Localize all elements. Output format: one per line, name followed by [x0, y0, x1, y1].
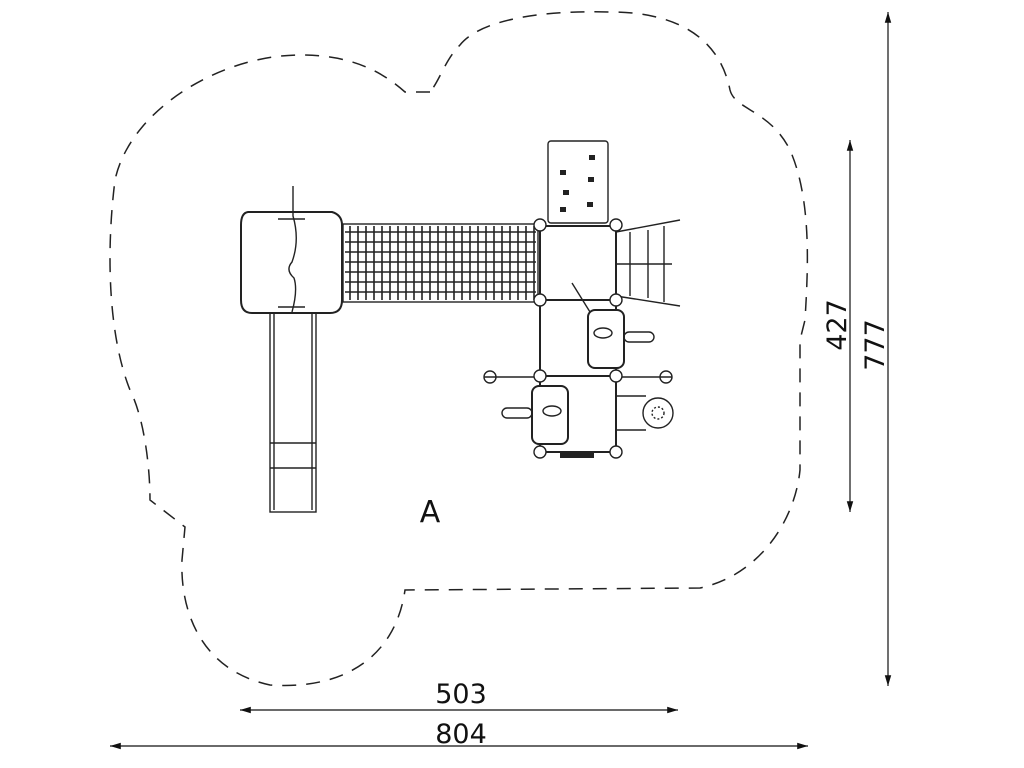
dimension-total-depth: 777 — [860, 319, 891, 371]
dimension-inner-width: 503 — [435, 679, 487, 710]
safety-zone-outline — [109, 11, 809, 687]
dimension-lines — [110, 11, 892, 750]
dimension-total-width: 804 — [435, 719, 487, 750]
tower-modules — [483, 218, 681, 459]
roof-platform — [240, 186, 343, 314]
zone-label: A — [420, 495, 441, 530]
slide — [269, 311, 317, 513]
dimension-inner-depth: 427 — [822, 299, 853, 351]
climbing-wall — [547, 140, 609, 224]
net-bridge — [342, 223, 539, 303]
